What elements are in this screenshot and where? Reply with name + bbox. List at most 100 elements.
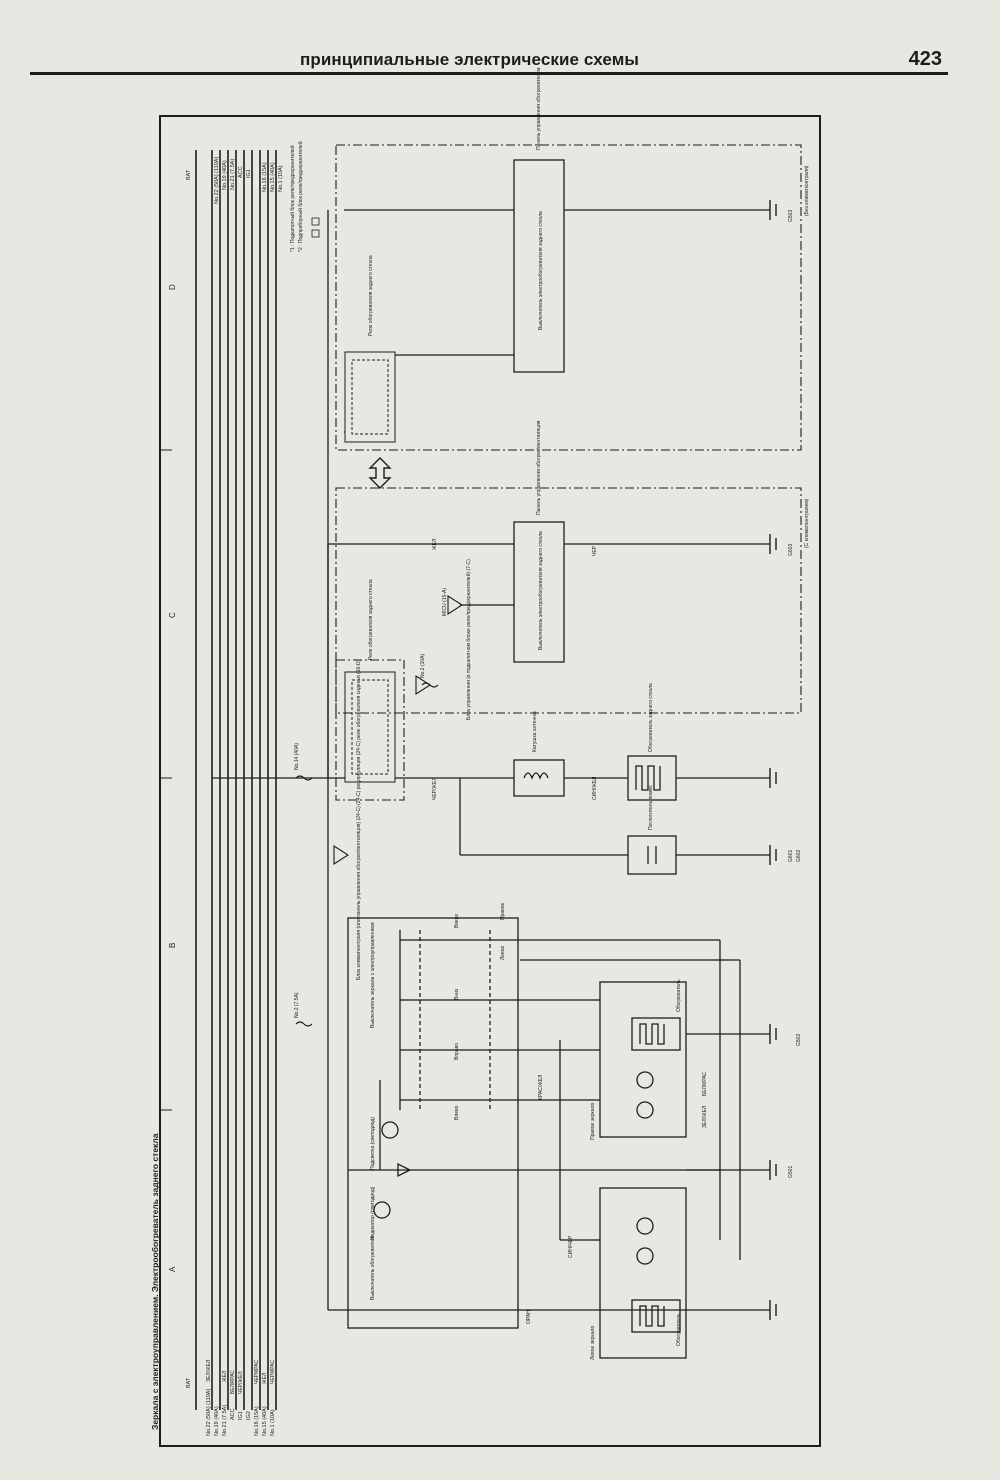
antenna-coil-label: Катушка антенны [532,711,538,752]
wire-label-3: КРАС/ЖЕЛ [538,1075,544,1100]
right-supply-fuse-1: No.1 (10A) [278,165,284,192]
page-title: принципиальные электрические схемы [300,50,640,69]
legend: *1 : Подкапотный блок реле/предохранител… [289,141,320,252]
ground-labels: G503 G603 G601 G602 G501 G502 [788,210,802,1178]
signal-wires [212,209,770,1310]
left-supply-fuse-19: No.19 (40A) [214,1406,220,1436]
wire-label-6: СИН/ЧЕР [568,1235,574,1258]
relay-symbols [344,351,396,783]
left-supply-bat: BAT [186,1377,192,1388]
left-wire-color-1: ЗЕЛ/ЖЕЛ [206,1360,212,1382]
control-unit-label-1: Блок управления (в подкапотном блоке рел… [465,559,472,720]
left-wire-color-5: ЧЕР/КРАС [254,1359,260,1384]
left-wire-color-labels: ЗЕЛ/ЖЕЛ ЖЕЛ БЕЛ/КРАС ЧЕР/ЖЕЛ ЧЕР/КРАС ЖЕ… [206,1359,276,1394]
wire-label-8: ЧЕР [592,545,598,556]
section-label-a: A [168,1266,177,1272]
pos-right: Вправо [454,1043,460,1060]
left-supply-ig1: IG1 [238,1411,244,1420]
supply-bus-lines [195,150,277,1410]
relay-label-top: Реле обогревателя заднего стекла [368,255,374,336]
fuse-labels: No.14 (40A) No.2 (7.5A) No.2 (10A) [294,653,426,1018]
wire-label-4: ЗЕЛ/ЖЕЛ [702,1106,708,1128]
fuse-label-2a: No.2 (7.5A) [294,992,300,1018]
right-supply-fuse-19: No.19 (40A) [222,160,228,190]
page-header: принципиальные электрические схемы 423 [30,44,948,76]
panel-label-mid: Панель управления обогрев/вентиляция [536,420,542,515]
config-arrow [368,457,392,489]
left-wire-color-7: ЧЕР/КРАС [270,1359,276,1384]
illumination-label: Подсветка (светодиод) [370,1117,376,1170]
legend-line-2: *2 : Подприборный блок реле/предохраните… [297,141,304,252]
right-supply-ig1: IG1 [246,169,252,178]
right-supply-bat: BAT [186,169,192,180]
heater-switch-label: Выключатель обогревателя [370,1235,376,1300]
mirror-switch-label: Выключатель зеркала с электроуправлением [370,922,376,1028]
relay-labels: Реле обогревателя заднего стекла Реле об… [368,255,374,660]
indicator-label: Индикатор (светодиод) [370,1186,376,1240]
panel-labels: Панель управления обогревателем Панель у… [536,67,544,650]
fuse-label-2b: No.2 (10A) [420,653,426,678]
wire-label-1: ЧЕР/ЖЕЛ [432,777,438,800]
fuse-label-14: No.14 (40A) [294,743,300,770]
wire-label-2: СИН/ЖЕЛ [592,777,598,800]
left-supply-fuse-1: No.1 (10A) [270,1409,276,1436]
header-rule [30,72,948,75]
page-number: 423 [908,48,942,70]
pos-up: Вверх [454,914,460,928]
control-unit-labels: MICU (15-A) Блок управления (в подкапотн… [356,559,472,980]
panel-label-top: Панель управления обогревателем [536,67,542,150]
left-supply-fuse-21: No.21 (7.5A) [222,1405,228,1436]
micu-label: MICU (15-A) [442,588,448,616]
fuse-symbols [295,682,439,1027]
note-with-climate: (С климатконтролем) [804,498,810,548]
note-without-climate: (Без климатконтроля) [804,165,810,216]
diagram-frame [159,115,821,1447]
section-label-b: B [168,943,177,948]
left-wire-color-2: ЖЕЛ [222,1371,228,1382]
config-notes: (С климатконтролем) (Без климатконтроля) [804,165,810,548]
right-supply-labels: BAT No.22 (50A) (110A) No.19 (40A) No.21… [186,157,284,204]
rear-window-components [513,755,677,875]
mirror-switch-assembly [347,917,720,1329]
rear-window-labels: Катушка антенны Обогреватель заднего сте… [532,683,654,830]
noise-filter-label: Поглотитель помех [648,785,654,830]
pos-left: Влево [454,1105,460,1120]
connector-triangles [333,594,464,866]
mirror-units [599,981,687,1359]
left-supply-ig2: IG2 [246,1411,252,1420]
control-unit-label-2: Блок климатконтроля (или панель управлен… [356,659,362,980]
mirror-wires [328,940,770,1311]
mirror-switch-labels: Выключатель зеркала с электроуправлением… [370,902,506,1300]
ground-label-g502: G502 [796,1034,802,1046]
wire-color-labels: ЧЕР/ЖЕЛ СИН/ЖЕЛ КРАС/ЖЕЛ ЗЕЛ/ЖЕЛ БЕЛ/КРА… [432,539,708,1324]
section-markers: A B C D [168,284,177,1272]
right-supply-fuse-21: No.21 (7.5A) [230,159,236,190]
left-wire-color-3: БЕЛ/КРАС [230,1370,236,1394]
diagram-caption: Зеркала с электроуправлением. Электрообо… [150,1133,160,1430]
ground-symbols [769,200,777,1320]
heater-switch-boxes [513,159,565,663]
control-unit-enclosures [335,144,802,801]
ground-label-g503: G503 [788,210,794,222]
pos-left-mirror: Левое [500,946,506,960]
left-supply-fuse-15: No.15 (40A) [262,1406,268,1436]
left-supply-labels: BAT No.22 (50A) (110A) No.19 (40A) No.21… [186,1377,276,1436]
wire-label-5: БЕЛ/КРАС [702,1072,708,1096]
ground-label-g601: G601 [788,850,794,862]
right-supply-fuse-22: No.22 (50A) (110A) [214,157,220,204]
ground-label-g501: G501 [788,1166,794,1178]
section-label-d: D [168,284,177,290]
pos-down: Вниз [454,988,460,1000]
pos-right-mirror: Правое [500,902,506,920]
left-supply-fuse-22: No.22 (50A) (110A) [206,1389,212,1436]
wire-label-9: ЖЕЛ [432,539,438,550]
right-supply-fuse-16: No.16 (15A) [262,162,268,192]
mirror-heater-label-r: Обогреватель [676,979,682,1012]
mirror-labels: Правое зеркало Левое зеркало Обогревател… [590,979,682,1360]
left-supply-fuse-16: No.16 (15A) [254,1406,260,1436]
switch-label-top: Выключатель электрообогревателя заднего … [538,211,544,330]
right-supply-fuse-15: No.15 (40A) [270,162,276,192]
right-mirror-label: Правое зеркало [590,1102,596,1140]
left-wire-color-6: ЖЕЛ [262,1373,268,1384]
